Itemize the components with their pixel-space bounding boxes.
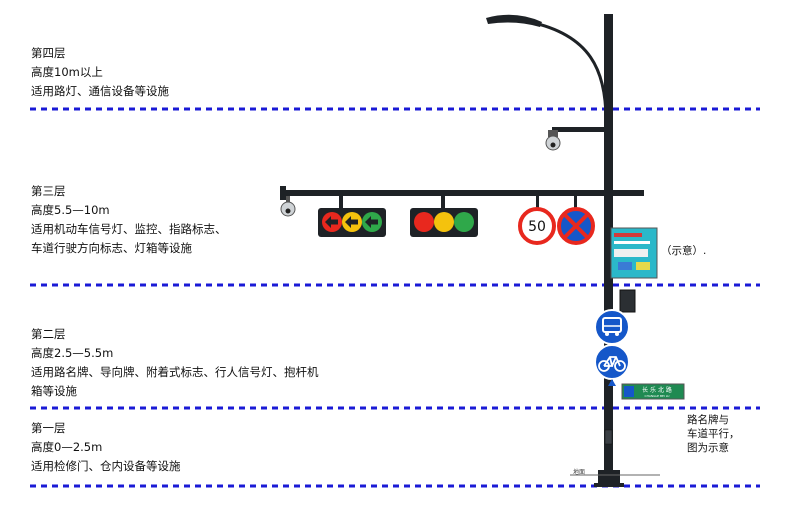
- layer-4-text: 第四层 高度10m以上 适用路灯、通信设备等设施: [31, 44, 169, 101]
- layer-3-name: 第三层: [31, 184, 66, 198]
- layer-3-text: 第三层 高度5.5—10m 适用机动车信号灯、监控、指路标志、 车道行驶方向标志…: [31, 182, 227, 258]
- upper-camera: [545, 127, 606, 151]
- layer-2-desc-line: 适用路名牌、导向牌、附着式标志、行人信号灯、抱杆机: [31, 365, 319, 379]
- speed-limit-value: 50: [528, 219, 546, 235]
- bicycle-icon: [598, 356, 626, 372]
- access-door: [604, 429, 613, 445]
- bus-icon: [602, 317, 622, 333]
- layer-3-desc-line: 车道行驶方向标志、灯箱等设施: [31, 241, 192, 255]
- pole-foot: [594, 483, 624, 487]
- layer-2-height: 高度2.5—5.5m: [31, 346, 114, 360]
- street-lamp: [486, 14, 608, 121]
- street-plate-main: 长 乐 北 路: [642, 386, 672, 394]
- plate-note-line: 路名牌与: [687, 414, 729, 426]
- bicycle-lane-sign: [594, 344, 630, 386]
- lamp-arm: [529, 20, 608, 121]
- arrow-signal: [318, 196, 386, 237]
- lamp-head: [486, 14, 542, 27]
- plate-note-line: 车道平行，: [687, 428, 740, 440]
- yellow-light-icon: [434, 212, 454, 232]
- arm-camera: [280, 196, 296, 217]
- sample-note: （示意）.: [661, 245, 707, 257]
- no-stopping-sign: [557, 196, 595, 245]
- layer-1-text: 第一层 高度0—2.5m 适用检修门、仓内设备等设施: [31, 419, 181, 476]
- left-arrow-green-icon: [362, 212, 382, 232]
- street-plate-sub: CHANGLE BEI LU: [644, 394, 669, 398]
- light-box: [610, 227, 658, 279]
- green-light-icon: [454, 212, 474, 232]
- layer-4-name: 第四层: [31, 46, 66, 60]
- layer-2-text: 第二层 高度2.5—5.5m 适用路名牌、导向牌、附着式标志、行人信号灯、抱杆机…: [31, 325, 319, 401]
- layer-2-name: 第二层: [31, 327, 66, 341]
- signal-arm: [280, 190, 644, 196]
- layer-4-desc-line: 适用路灯、通信设备等设施: [31, 84, 169, 98]
- bus-lane-sign: [594, 309, 630, 345]
- ground-label: 地面: [573, 469, 586, 476]
- red-light-icon: [414, 212, 434, 232]
- main-pole: [604, 14, 613, 487]
- layer-4-height: 高度10m以上: [31, 65, 103, 79]
- layer-2-desc-line: 箱等设施: [31, 384, 77, 398]
- pole-base: [598, 470, 620, 487]
- layer-dividers: [30, 107, 760, 488]
- cabinet-box: [619, 289, 636, 313]
- left-arrow-red-icon: [322, 212, 342, 232]
- plate-note-line: 图为示意: [687, 442, 729, 454]
- layer-3-height: 高度5.5—10m: [31, 203, 110, 217]
- layer-1-name: 第一层: [31, 421, 66, 435]
- layer-3-desc-line: 适用机动车信号灯、监控、指路标志、: [31, 222, 227, 236]
- plate-note: 路名牌与 车道平行， 图为示意: [687, 413, 740, 455]
- left-arrow-yellow-icon: [342, 212, 362, 232]
- street-name-plate: 长 乐 北 路 CHANGLE BEI LU: [621, 383, 685, 400]
- layer-1-height: 高度0—2.5m: [31, 440, 103, 454]
- round-signal: [410, 196, 478, 237]
- layer-1-desc-line: 适用检修门、仓内设备等设施: [31, 459, 181, 473]
- speed-limit-sign: 50: [518, 196, 556, 245]
